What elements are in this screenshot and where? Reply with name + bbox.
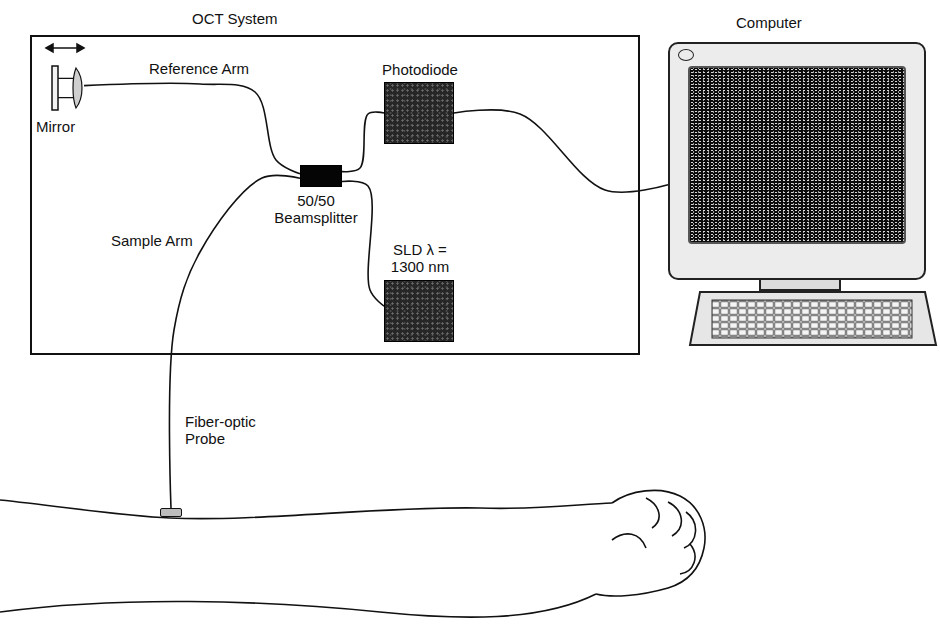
part-label: Mirror — [36, 118, 75, 135]
optical-fiber — [454, 110, 668, 192]
housing-heading: OCT System — [192, 10, 278, 27]
arm-top-contour — [0, 500, 612, 519]
mirror-plate — [52, 66, 58, 110]
system-housing: OCT SystemMirror50/50 BeamsplitterPhotod… — [30, 35, 640, 355]
monitor-screen — [688, 66, 906, 244]
arm-label: Sample Arm — [108, 232, 196, 249]
fist — [596, 490, 705, 596]
finger-creases — [646, 498, 696, 574]
light-source: SLD λ = 1300 nm — [384, 280, 454, 342]
part-label: SLD λ = 1300 nm — [385, 241, 455, 276]
forearm — [0, 490, 705, 617]
arrow-shaft — [50, 47, 80, 49]
keyboard-keys — [712, 300, 912, 338]
mirror-motion-arrow — [46, 44, 84, 52]
mirror: Mirror — [50, 64, 84, 112]
arrow-head — [46, 44, 53, 52]
part-label: Photodiode — [365, 61, 475, 78]
fiber-probe: Fiber-optic Probe — [160, 508, 182, 517]
optical-fiber — [342, 181, 384, 306]
optical-fiber — [84, 83, 300, 173]
arrow-head — [77, 44, 84, 52]
keyboard — [690, 292, 936, 345]
mirror-mount — [58, 78, 74, 97]
photodiode: Photodiode — [384, 82, 454, 144]
part-label: 50/50 Beamsplitter — [271, 192, 361, 227]
computer-monitor: Computer — [668, 42, 926, 280]
part-label: Fiber-optic Probe — [185, 413, 265, 448]
keyboard-body — [690, 292, 936, 345]
arm-label: Reference Arm — [146, 60, 252, 77]
lens — [73, 68, 82, 108]
optical-fiber — [342, 112, 384, 172]
thumb — [612, 534, 646, 548]
part-heading: Computer — [736, 14, 802, 31]
arm-bottom-contour — [0, 594, 596, 617]
monitor-logo — [678, 49, 694, 61]
beamsplitter: 50/50 Beamsplitter — [300, 165, 342, 187]
mirror-symbol — [50, 64, 84, 112]
